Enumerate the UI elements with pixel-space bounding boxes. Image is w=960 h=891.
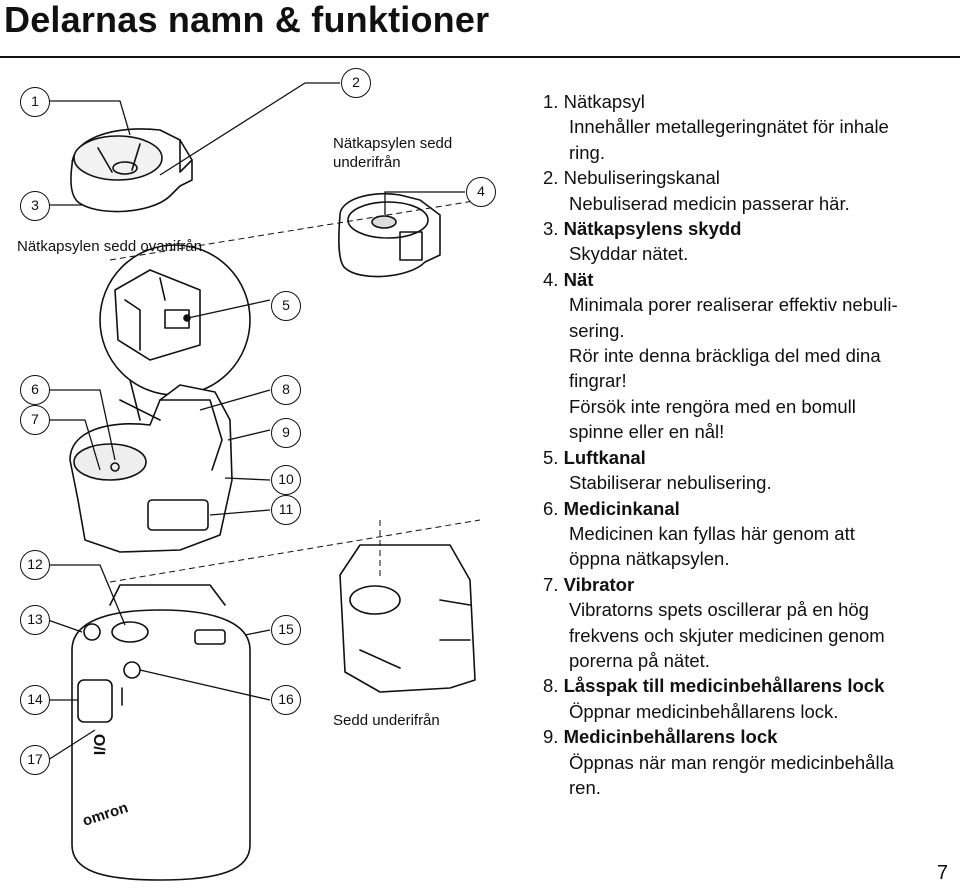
part-description: spinne eller en nål! (569, 421, 725, 443)
part-title: 8. Låsspak till medicinbehållarens lock (543, 673, 953, 698)
part-number: 6. (543, 497, 559, 519)
part-title: 4. Nät (543, 267, 953, 292)
leader-lines (47, 82, 465, 761)
part-description: ring. (569, 141, 605, 163)
part-description: Skyddar nätet. (569, 243, 689, 265)
callout-1: 1 (20, 87, 50, 117)
callout-8: 8 (271, 375, 301, 405)
part-number: 8. (543, 675, 559, 697)
part-number: 9. (543, 726, 559, 748)
part-description: Öppnas när man rengör medicinbehålla (569, 751, 894, 773)
container-bottom-view (339, 544, 476, 693)
caption-seen-from-below: Sedd underifrån (333, 712, 440, 729)
magnified-detail (99, 244, 251, 396)
part-number: 3. (543, 218, 559, 240)
part-title: 2. Nebuliseringskanal (543, 165, 953, 190)
part-name: Nätkapsylens skydd (563, 218, 742, 240)
part-name: Nebuliseringskanal (563, 167, 720, 189)
callout-2: 2 (341, 68, 371, 98)
part-description: frekvens och skjuter medicinen genom (569, 624, 885, 646)
callout-6: 6 (20, 375, 50, 405)
caption-bottom-view-line1: Nätkapsylen sedd (333, 135, 453, 152)
part-description: fingrar! (569, 370, 627, 392)
callout-7: 7 (20, 405, 50, 435)
part-description: Rör inte denna bräckliga del med dina (569, 345, 881, 367)
device-drawing (47, 82, 481, 881)
callout-13: 13 (20, 605, 50, 635)
part-name: Luftkanal (563, 446, 646, 468)
callout-15: 15 (271, 615, 301, 645)
part-description: öppna nätkapsylen. (569, 548, 730, 570)
callout-14: 14 (20, 685, 50, 715)
part-name: Låsspak till medicinbehållarens lock (563, 675, 885, 697)
callout-11: 11 (271, 495, 301, 525)
caption-bottom-view-line2: underifrån (333, 154, 401, 171)
callout-10: 10 (271, 465, 301, 495)
power-symbol-label: O/I (90, 733, 108, 756)
part-title: 7. Vibrator (543, 572, 953, 597)
callout-3: 3 (20, 191, 50, 221)
part-description: Medicinen kan fyllas här genom att (569, 522, 855, 544)
part-name: Vibrator (563, 573, 635, 595)
part-description: sering. (569, 319, 625, 341)
mesh-cap-top-view (70, 128, 193, 213)
part-name: Medicinbehållarens lock (563, 726, 778, 748)
part-number: 5. (543, 446, 559, 468)
callout-5: 5 (271, 291, 301, 321)
callout-9: 9 (271, 418, 301, 448)
part-number: 4. (543, 268, 559, 290)
medication-container (69, 379, 233, 553)
part-title: 3. Nätkapsylens skydd (543, 216, 953, 241)
callout-4: 4 (466, 177, 496, 207)
part-number: 7. (543, 573, 559, 595)
title-rule (0, 56, 960, 58)
callout-12: 12 (20, 550, 50, 580)
part-number: 2. (543, 167, 559, 189)
part-description: Nebuliserad medicin passerar här. (569, 192, 850, 214)
part-name: Nätkapsyl (563, 91, 645, 112)
part-description: Innehåller metallegeringnätet för inhale (569, 116, 889, 138)
part-description: porerna på nätet. (569, 649, 710, 671)
page-number: 7 (936, 862, 948, 884)
callout-16: 16 (271, 685, 301, 715)
main-body (71, 584, 251, 881)
part-description: Försök inte rengöra med en bomull (569, 395, 856, 417)
part-name: Nät (563, 268, 594, 290)
part-description: Öppnar medicinbehållarens lock. (569, 700, 839, 722)
part-number: 1. (543, 91, 559, 112)
caption-top-view: Nätkapsylen sedd ovanifrån (17, 238, 203, 255)
part-name: Medicinkanal (563, 497, 680, 519)
part-description: Minimala porer realiserar effektiv nebul… (569, 294, 898, 316)
part-title: 9. Medicinbehållarens lock (543, 724, 953, 749)
part-description: Stabiliserar nebulisering. (569, 472, 772, 494)
callout-17: 17 (20, 745, 50, 775)
part-title: 5. Luftkanal (543, 445, 953, 470)
part-description: ren. (569, 776, 601, 798)
device-illustration: 1 2 3 4 5 6 7 8 9 10 11 12 13 15 14 16 1… (0, 60, 540, 891)
part-description: Vibratorns spets oscillerar på en hög (569, 599, 869, 621)
part-title: 6. Medicinkanal (543, 496, 953, 521)
part-title: 1. Nätkapsyl (543, 89, 953, 114)
page-title: Delarnas namn & funktioner (4, 0, 490, 40)
mesh-cap-bottom-view (338, 192, 441, 278)
